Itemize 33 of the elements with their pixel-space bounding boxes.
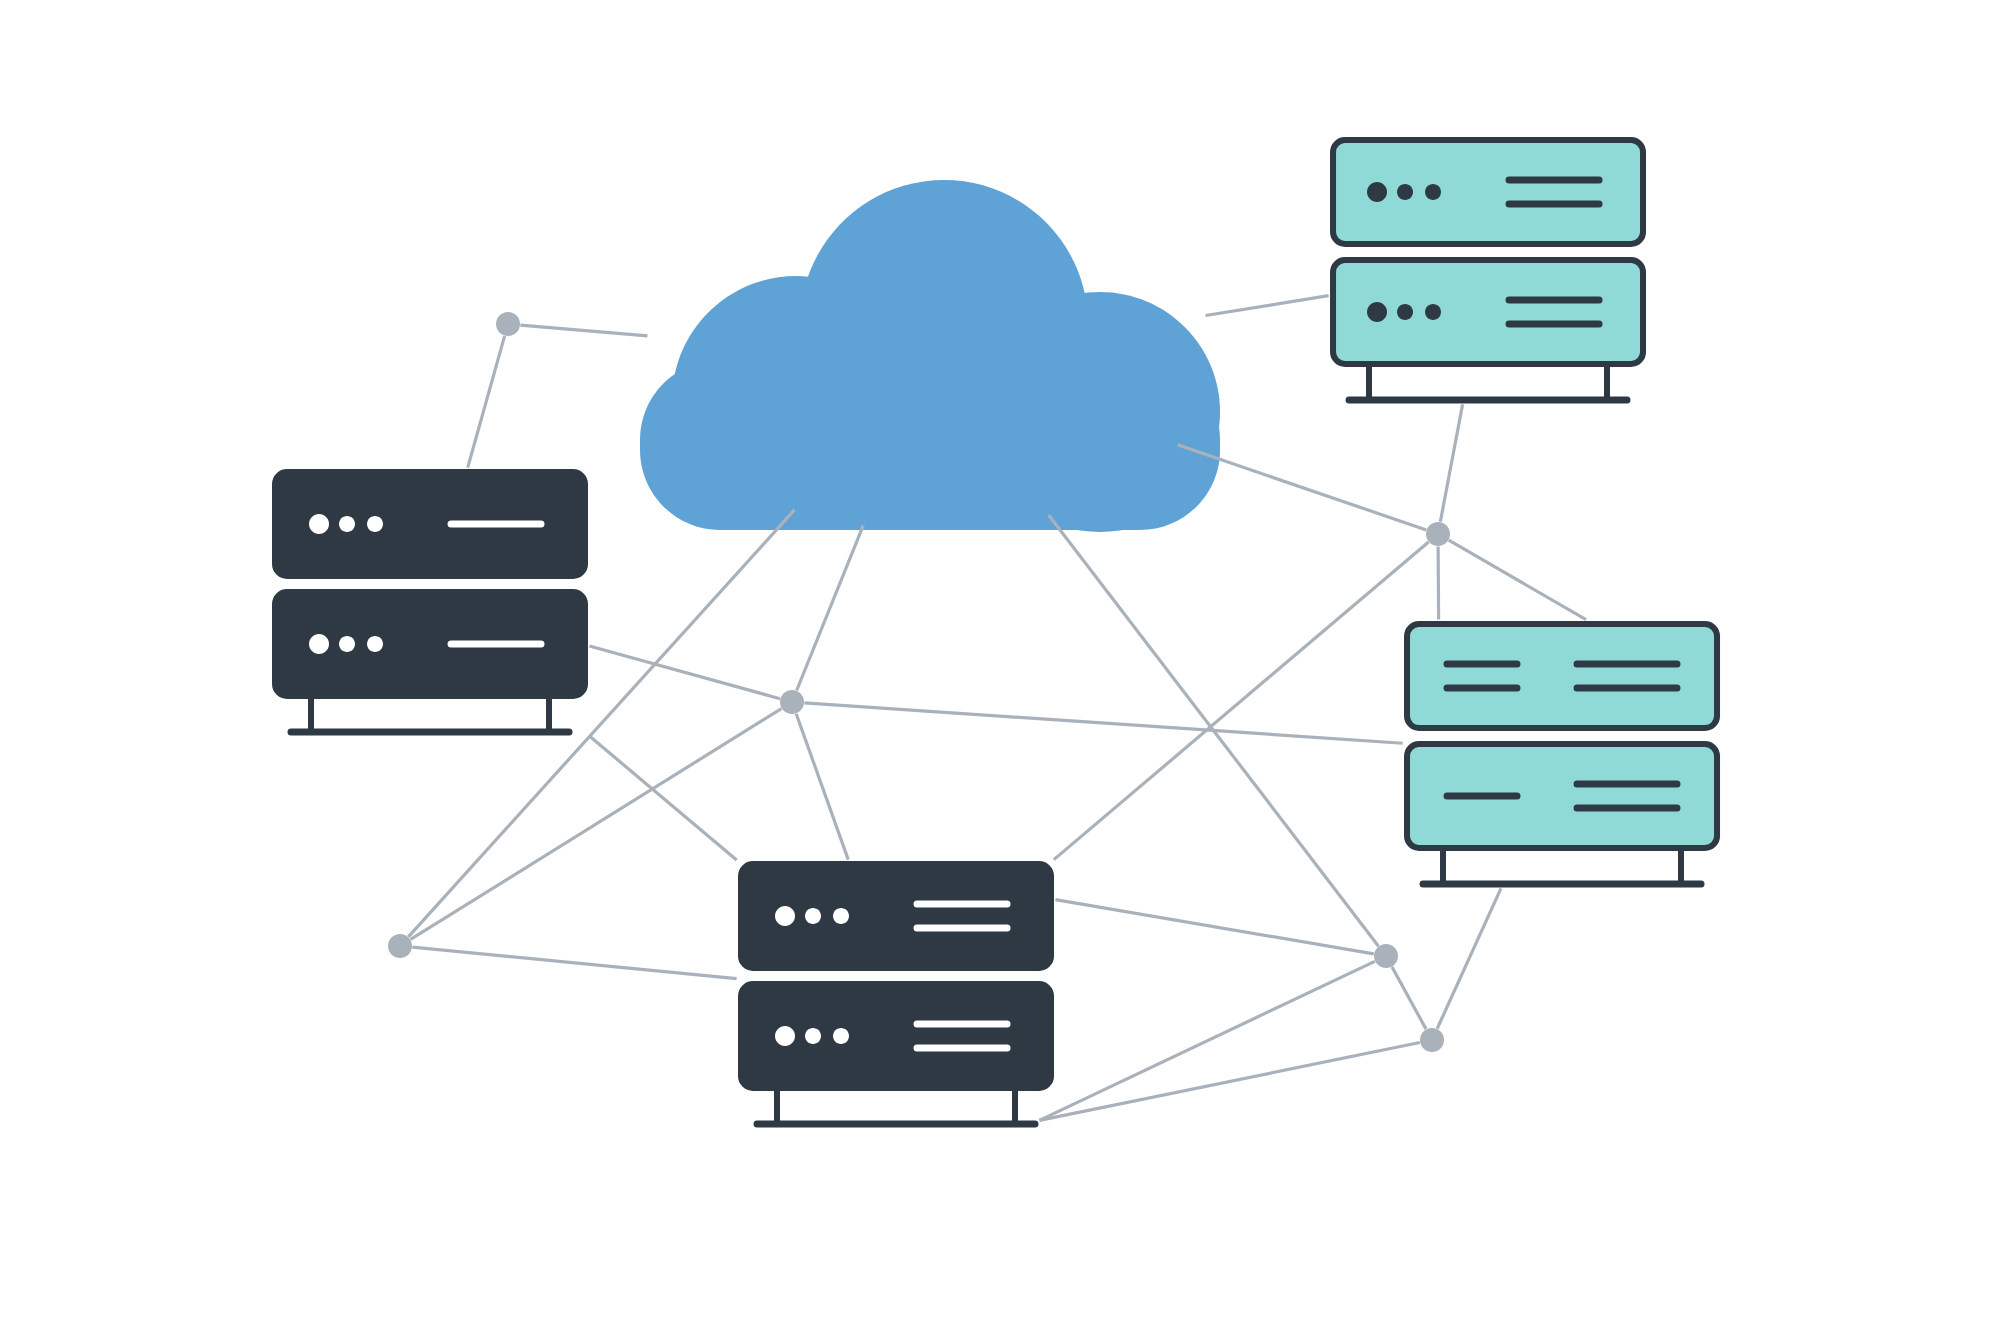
connector-line <box>589 644 781 701</box>
connector-line <box>407 508 796 938</box>
network-dot <box>388 934 412 958</box>
connector-line <box>520 323 648 338</box>
network-dot <box>1426 522 1450 546</box>
connector-line <box>1055 898 1375 956</box>
connector-line <box>795 525 865 692</box>
connector-line <box>1038 959 1376 1122</box>
connector-line <box>588 734 738 862</box>
connector-line <box>1390 966 1428 1030</box>
connector-line <box>1435 887 1503 1030</box>
network-dot <box>1420 1028 1444 1052</box>
connector-line <box>1039 1040 1421 1122</box>
server-drawing <box>1404 621 1721 888</box>
connector-line <box>1436 546 1441 620</box>
server-drawing <box>738 861 1054 1128</box>
network-dot <box>1374 944 1398 968</box>
connector-line <box>1177 443 1427 532</box>
connector-line <box>804 701 1403 745</box>
network-dot <box>496 312 520 336</box>
network-dot <box>780 690 804 714</box>
connector-line <box>1447 538 1587 621</box>
connector-line <box>1047 514 1380 948</box>
server-drawing <box>1330 137 1646 404</box>
connector-line <box>466 335 507 469</box>
connector-line <box>1438 404 1465 523</box>
server-drawing <box>272 469 588 736</box>
connector-line <box>409 707 783 941</box>
connector-line <box>1052 540 1430 861</box>
connector-line <box>794 713 850 861</box>
connector-line <box>412 945 737 981</box>
connector-line <box>1205 294 1329 318</box>
cloud-drawing <box>640 180 1220 532</box>
